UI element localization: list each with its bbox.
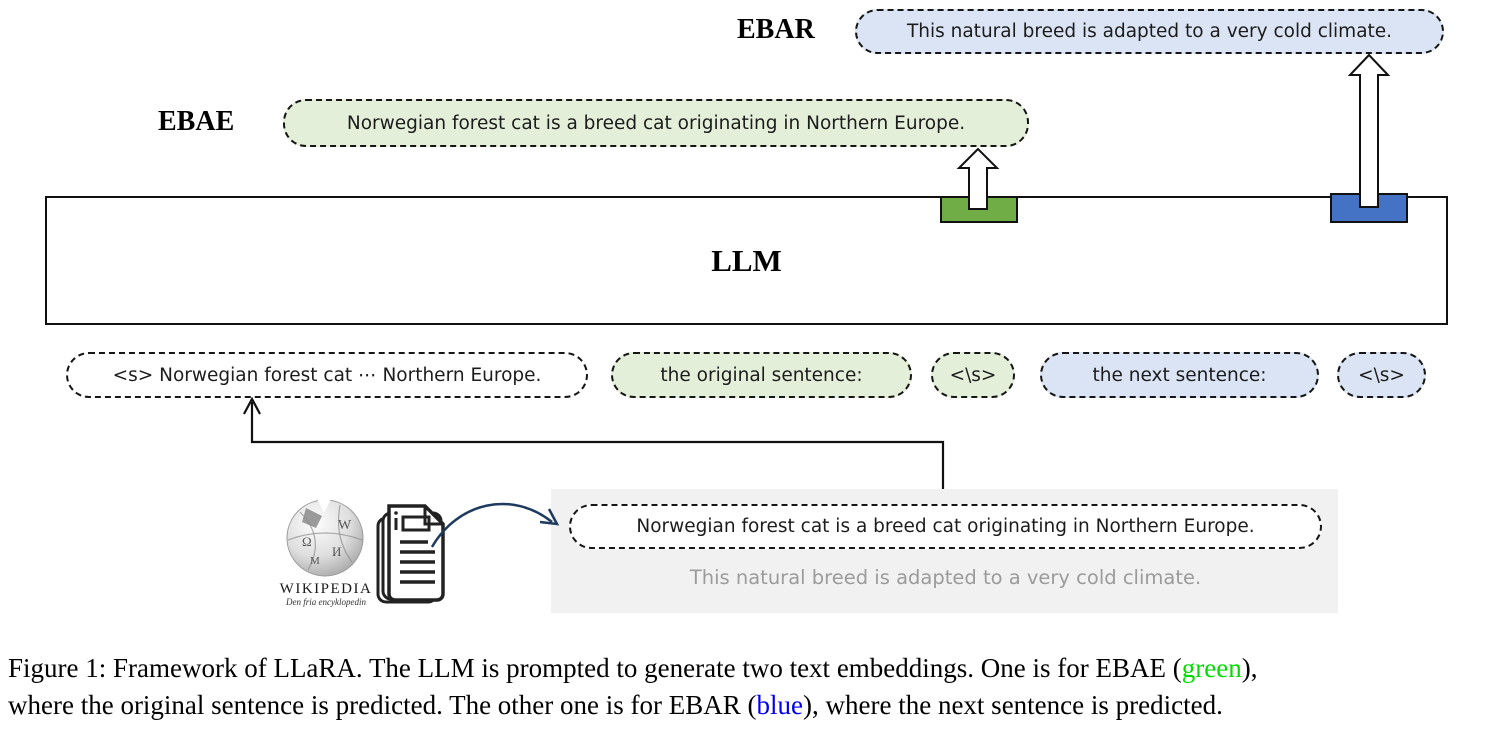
source-next-sentence: This natural breed is adapted to a very … [689, 566, 1202, 589]
ebae-output-sentence-box: Norwegian forest cat is a breed cat orig… [283, 99, 1029, 147]
caption-green-word: green [1181, 653, 1242, 683]
wikipedia-subtitle: Den fria encyklopedin [285, 597, 366, 607]
caption-text: where the original sentence is predicted… [8, 690, 757, 720]
blue-embedding-chip [1330, 193, 1408, 223]
token-text: <s> Norwegian forest cat ⋯ Northern Euro… [112, 364, 542, 386]
svg-text:W: W [338, 518, 352, 533]
document-icon [376, 504, 445, 604]
caption-blue-word: blue [756, 690, 804, 720]
ebae-output-sentence: Norwegian forest cat is a breed cat orig… [346, 112, 966, 134]
caption-line-2: where the original sentence is predicted… [8, 687, 1490, 724]
token-text: the next sentence: [1092, 364, 1267, 386]
token-text: <\s> [1358, 364, 1405, 386]
llm-label: LLM [711, 242, 782, 278]
green-embedding-chip [940, 196, 1018, 223]
wikipedia-logo: W Ω И M WIKIPEDIA Den fria encyklopedin [280, 499, 373, 607]
llm-block: LLM [45, 196, 1448, 325]
source-original-sentence-box: Norwegian forest cat is a breed cat orig… [569, 504, 1322, 549]
token-box-eos-blue: <\s> [1337, 352, 1426, 398]
source-to-input-arrowhead [243, 396, 261, 415]
caption-line-1: Figure 1: Framework of LLaRA. The LLM is… [8, 650, 1490, 687]
token-box-next-sentence-prompt: the next sentence: [1040, 352, 1319, 398]
ebar-output-sentence-box: This natural breed is adapted to a very … [855, 9, 1444, 54]
ebar-label: EBAR [737, 14, 815, 45]
caption-text: Figure 1: Framework of LLaRA. The LLM is… [8, 653, 1182, 683]
wikipedia-globe-icon: W Ω И M [286, 499, 364, 577]
token-text: <\s> [949, 364, 997, 386]
wikipedia-wordmark: WIKIPEDIA [280, 581, 373, 597]
token-box-eos-green: <\s> [931, 352, 1015, 398]
caption-text: ), [1241, 653, 1258, 683]
token-box-original-sentence-prompt: the original sentence: [611, 352, 912, 398]
svg-text:M: M [310, 555, 320, 567]
ebar-up-arrow [1347, 53, 1391, 208]
figure-caption: Figure 1: Framework of LLaRA. The LLM is… [8, 650, 1490, 724]
caption-text: ), where the next sentence is predicted. [803, 690, 1223, 720]
source-original-sentence: Norwegian forest cat is a breed cat orig… [636, 516, 1255, 537]
svg-text:И: И [332, 544, 341, 559]
token-text: the original sentence: [660, 364, 863, 386]
ebae-label: EBAE [158, 106, 235, 137]
svg-text:Ω: Ω [302, 534, 312, 549]
ebar-output-sentence: This natural breed is adapted to a very … [906, 21, 1393, 42]
token-box-input-sentence: <s> Norwegian forest cat ⋯ Northern Euro… [66, 352, 588, 398]
source-to-input-arrow [250, 402, 945, 489]
